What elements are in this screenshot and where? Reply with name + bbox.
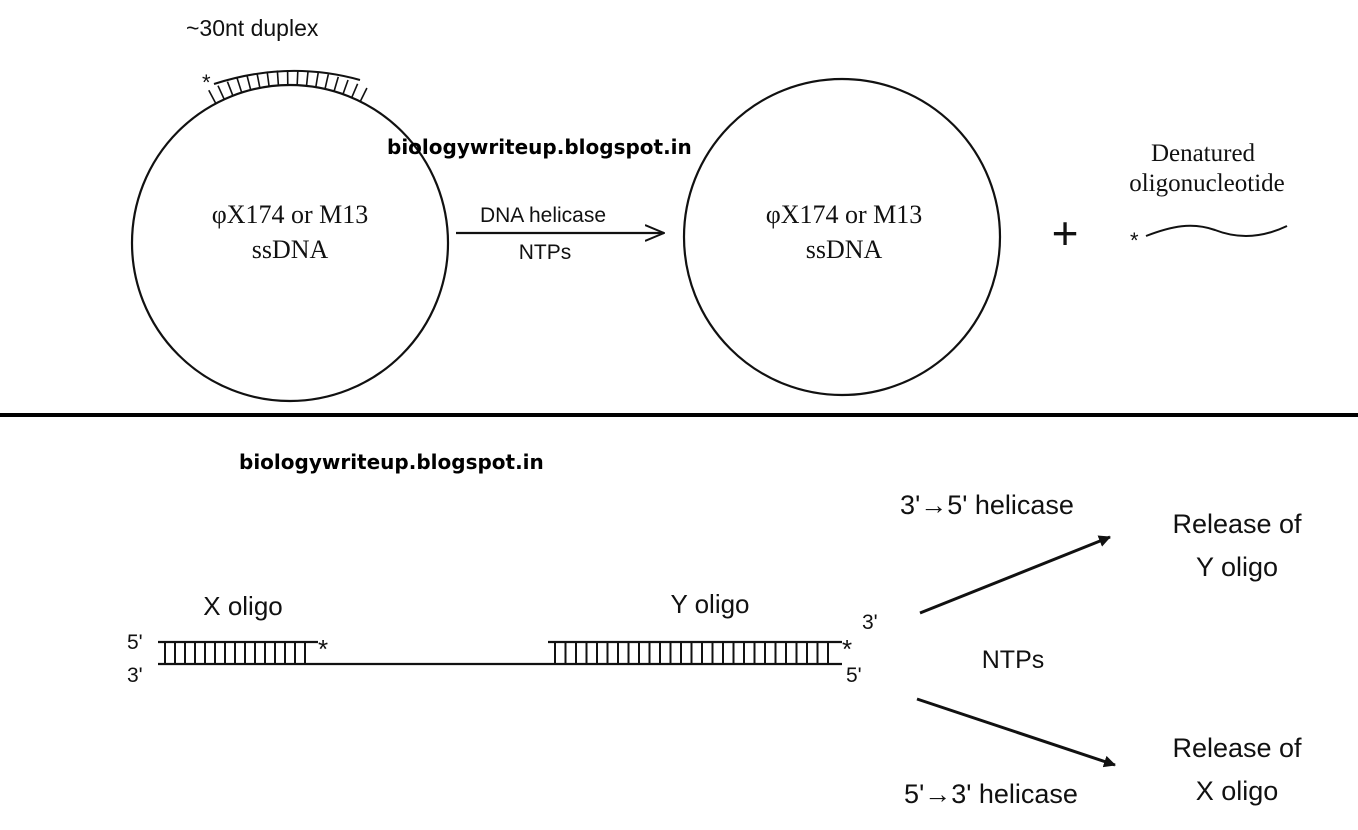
right-5-prime: 5' (846, 664, 862, 687)
arrow-label-bottom: NTPs (519, 241, 572, 264)
watermark-top: biologywriteup.blogspot.in (387, 135, 692, 159)
base-pair-tick (208, 89, 217, 104)
duplex-asterisk: * (202, 70, 211, 95)
base-pair-tick (333, 76, 340, 92)
right-circle-label-line2: ssDNA (806, 235, 883, 264)
base-pair-tick (276, 70, 280, 86)
product-asterisk: * (1130, 228, 1139, 253)
upper-helicase-label: 3'→5' helicase (900, 490, 1074, 520)
base-pair-tick (342, 79, 349, 95)
base-pair-tick (256, 73, 261, 89)
bottom-panel: X oligo Y oligo 5' 3' * * 3' 5' NTPs 3'→… (127, 490, 1302, 809)
base-pair-tick (246, 75, 252, 91)
x-oligo-ticks (164, 642, 306, 664)
base-pair-tick (217, 85, 225, 100)
release-x-line2: X oligo (1196, 776, 1279, 806)
base-pair-tick (296, 70, 299, 86)
right-3-prime: 3' (862, 611, 878, 634)
base-pair-tick (236, 78, 243, 93)
y-oligo-label: Y oligo (670, 589, 749, 619)
product-label-line2: oligonucleotide (1129, 170, 1285, 197)
top-panel: ~30nt duplex * φX174 or M13 ssDNA DNA he… (130, 15, 1288, 403)
product-label-line1: Denatured (1151, 140, 1256, 167)
y-oligo-ticks (554, 642, 829, 664)
base-pair-tick (315, 72, 320, 88)
x-oligo-asterisk: * (318, 634, 328, 664)
lower-helicase-label: 5'→3' helicase (904, 779, 1078, 809)
right-circle-label-line1: φX174 or M13 (766, 200, 923, 229)
y-oligo-asterisk: * (842, 634, 852, 664)
arrow-label-top: DNA helicase (480, 204, 606, 227)
left-ssdna-circle (130, 83, 450, 403)
base-pair-tick (226, 81, 234, 96)
plus-sign: + (1052, 207, 1079, 259)
release-y-line2: Y oligo (1196, 552, 1278, 582)
base-pair-tick (266, 71, 270, 87)
watermark-bottom: biologywriteup.blogspot.in (239, 450, 544, 474)
left-circle-label-line2: ssDNA (252, 235, 329, 264)
base-pair-tick (305, 70, 309, 86)
upper-reaction-arrow (919, 535, 1111, 615)
duplex-label: ~30nt duplex (186, 15, 319, 41)
center-ntps-label: NTPs (982, 646, 1045, 674)
left-3-prime: 3' (127, 664, 143, 687)
left-circle-label-line1: φX174 or M13 (212, 200, 369, 229)
release-x-line1: Release of (1172, 733, 1302, 763)
right-ssdna-circle (682, 77, 1002, 397)
base-pair-tick (324, 74, 330, 90)
base-pair-tick (350, 83, 359, 98)
x-oligo-label: X oligo (203, 591, 283, 621)
left-5-prime: 5' (127, 631, 143, 654)
release-y-line1: Release of (1172, 509, 1302, 539)
lower-reaction-arrow (916, 697, 1116, 768)
base-pair-tick (359, 87, 368, 102)
duplex-ticks (208, 70, 368, 104)
denatured-oligo-strand (1145, 224, 1288, 237)
